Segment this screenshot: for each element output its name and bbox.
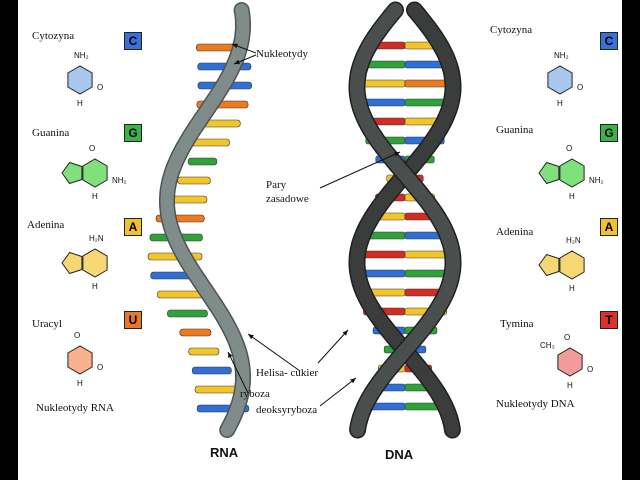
guanine-left-ring2	[61, 161, 83, 185]
rna-base	[191, 138, 230, 147]
adenine-left-h-label: H	[92, 282, 98, 291]
rna-base	[188, 347, 220, 356]
cytosine-left-top-label: NH₂	[74, 51, 89, 60]
label-guanina-left: Guanina	[32, 127, 70, 139]
label-uracyl: Uracyl	[32, 318, 62, 330]
arrow-helisa-rna-head	[248, 334, 254, 340]
cytosine-left-side-label: O	[97, 83, 103, 92]
badge-a-left: A	[124, 218, 142, 236]
guanine-right-h-label: H	[569, 192, 575, 201]
label-cytozyna-right: Cytozyna	[490, 24, 533, 36]
arrow-helisa-dna-head	[342, 330, 348, 336]
adenine-right-top-label: H₂N	[566, 236, 581, 245]
rna-backbone	[160, 3, 250, 437]
caption-rna-nucleotides: Nukleotydy RNA	[36, 402, 114, 414]
diagram-canvas	[18, 0, 622, 480]
arrow-ryboza-head	[228, 352, 233, 358]
thymine-side-label: O	[587, 365, 593, 374]
label-tymina: Tymina	[500, 318, 534, 330]
badge-c-right: C	[600, 32, 618, 50]
cytosine-right-top-label: NH₂	[554, 51, 569, 60]
caption-dna-nucleotides: Nukleotydy DNA	[496, 398, 575, 410]
rna-base	[167, 309, 208, 318]
dna-backbone-b	[350, 3, 460, 437]
badge-c-left: C	[124, 32, 142, 50]
arrow-pary-zasadowe	[319, 151, 401, 189]
rna-base	[177, 176, 211, 185]
cytosine-right-side-label: O	[577, 83, 583, 92]
arrow-pary-zasadowe-head	[394, 152, 400, 157]
badge-t: T	[600, 311, 618, 329]
label-pary: Pary	[266, 179, 287, 191]
rna-base	[179, 328, 212, 337]
uracil-side-label: O	[97, 363, 103, 372]
label-guanina-right: Guanina	[496, 124, 534, 136]
cytosine-left-ring	[67, 65, 93, 95]
badge-u: U	[124, 311, 142, 329]
label-zasadowe: zasadowe	[266, 193, 309, 205]
uracil-ring	[67, 345, 93, 375]
adenine-right-h-label: H	[569, 284, 575, 293]
rna-base	[187, 157, 218, 166]
label-adenina-right: Adenina	[496, 226, 534, 238]
label-cytozyna-left: Cytozyna	[32, 30, 75, 42]
uracil-top-label: O	[74, 331, 80, 340]
dna-backbone-a	[350, 3, 460, 437]
guanine-right-ring	[559, 158, 585, 188]
badge-g-right: G	[600, 124, 618, 142]
adenine-left-ring2	[61, 251, 83, 275]
adenine-left-ring	[82, 248, 108, 278]
badge-a-right: A	[600, 218, 618, 236]
title-dna: DNA	[385, 447, 414, 462]
arrow-ryboza	[227, 351, 249, 394]
cytosine-left-h-label: H	[77, 99, 83, 108]
cytosine-right-ring	[547, 65, 573, 95]
thymine-h-label: H	[567, 381, 573, 390]
title-rna: RNA	[210, 445, 239, 460]
guanine-right-top-label: O	[566, 144, 572, 153]
arrow-nukleotydy-1-head	[232, 43, 238, 49]
thymine-ring	[557, 347, 583, 377]
thymine-top-label: O	[564, 333, 570, 342]
arrow-helisa-rna	[247, 333, 301, 372]
adenine-right-ring2	[538, 253, 560, 277]
adenine-left-top-label: H₂N	[89, 234, 104, 243]
rna-base	[191, 366, 232, 375]
adenine-right-ring	[559, 250, 585, 280]
guanine-left-ring	[82, 158, 108, 188]
arrow-deoksyryboza-head	[350, 378, 356, 384]
label-nukleotydy: Nukleotydy	[256, 48, 308, 60]
arrow-deoksyryboza	[319, 377, 357, 407]
guanine-left-top-label: O	[89, 144, 95, 153]
badge-g-left: G	[124, 124, 142, 142]
guanine-right-ring2	[538, 161, 560, 185]
guanine-left-side-label: NH₂	[112, 176, 127, 185]
guanine-left-h-label: H	[92, 192, 98, 201]
arrow-helisa-dna	[317, 329, 349, 364]
cytosine-right-h-label: H	[557, 99, 563, 108]
thymine-ch3-label: CH₃	[540, 341, 555, 350]
guanine-right-side-label: NH₂	[589, 176, 604, 185]
arrow-nukleotydy-2-head	[234, 59, 240, 65]
uracil-h-label: H	[77, 379, 83, 388]
label-adenina-left: Adenina	[27, 219, 65, 231]
label-helisa-cukier: Helisa- cukier	[256, 367, 318, 379]
label-deoksyryboza: deoksyryboza	[256, 404, 318, 416]
label-ryboza: ryboza	[240, 388, 270, 400]
